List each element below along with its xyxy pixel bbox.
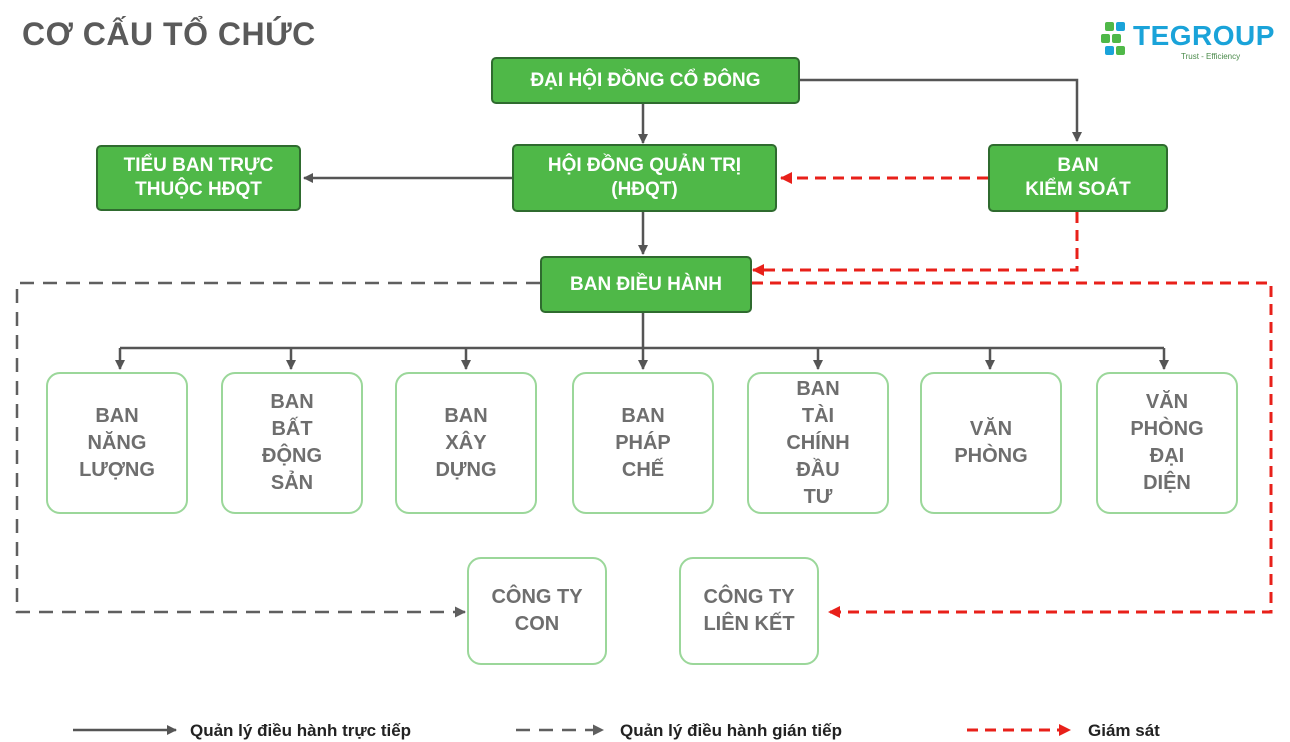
executive-board-box: BAN ĐIỀU HÀNH bbox=[540, 256, 752, 313]
department-box-energy: BAN NĂNG LƯỢNG bbox=[46, 372, 188, 514]
legend-indirect-label: Quản lý điều hành gián tiếp bbox=[620, 721, 842, 740]
supervisory-board-box: BAN KIỂM SOÁT bbox=[988, 144, 1168, 212]
board-of-directors-box: HỘI ĐỒNG QUẢN TRỊ (HĐQT) bbox=[512, 144, 777, 212]
indirect-connector bbox=[15, 281, 540, 618]
department-box-legal: BAN PHÁP CHẾ bbox=[572, 372, 714, 514]
general-meeting-box: ĐẠI HỘI ĐỒNG CỔ ĐÔNG bbox=[491, 57, 800, 104]
department-box-real-estate: BAN BẤT ĐỘNG SẢN bbox=[221, 372, 363, 514]
tegroup-logo: TEGROUP Trust - Efficiency bbox=[1097, 16, 1287, 64]
affiliate-company-box: CÔNG TY LIÊN KẾT bbox=[679, 557, 819, 665]
logo-mark-icon bbox=[1101, 22, 1125, 55]
page-title: CƠ CẤU TỔ CHỨC bbox=[22, 16, 316, 52]
department-box-construction: BAN XÂY DỰNG bbox=[395, 372, 537, 514]
legend-direct-label: Quản lý điều hành trực tiếp bbox=[190, 721, 412, 740]
legend-supervision-label: Giám sát bbox=[1088, 721, 1160, 740]
logo-wordmark: TEGROUP bbox=[1133, 20, 1275, 51]
department-box-finance-investment: BAN TÀI CHÍNH ĐẦU TƯ bbox=[747, 372, 889, 514]
department-box-office: VĂN PHÒNG bbox=[920, 372, 1062, 514]
subsidiary-company-box: CÔNG TY CON bbox=[467, 557, 607, 665]
logo-tagline: Trust - Efficiency bbox=[1181, 52, 1241, 61]
department-box-representative-office: VĂN PHÒNG ĐẠI DIỆN bbox=[1096, 372, 1238, 514]
supervision-connectors bbox=[752, 172, 1273, 618]
board-subcommittee-box: TIỂU BAN TRỰC THUỘC HĐQT bbox=[96, 145, 301, 211]
direct-connectors bbox=[115, 78, 1169, 370]
